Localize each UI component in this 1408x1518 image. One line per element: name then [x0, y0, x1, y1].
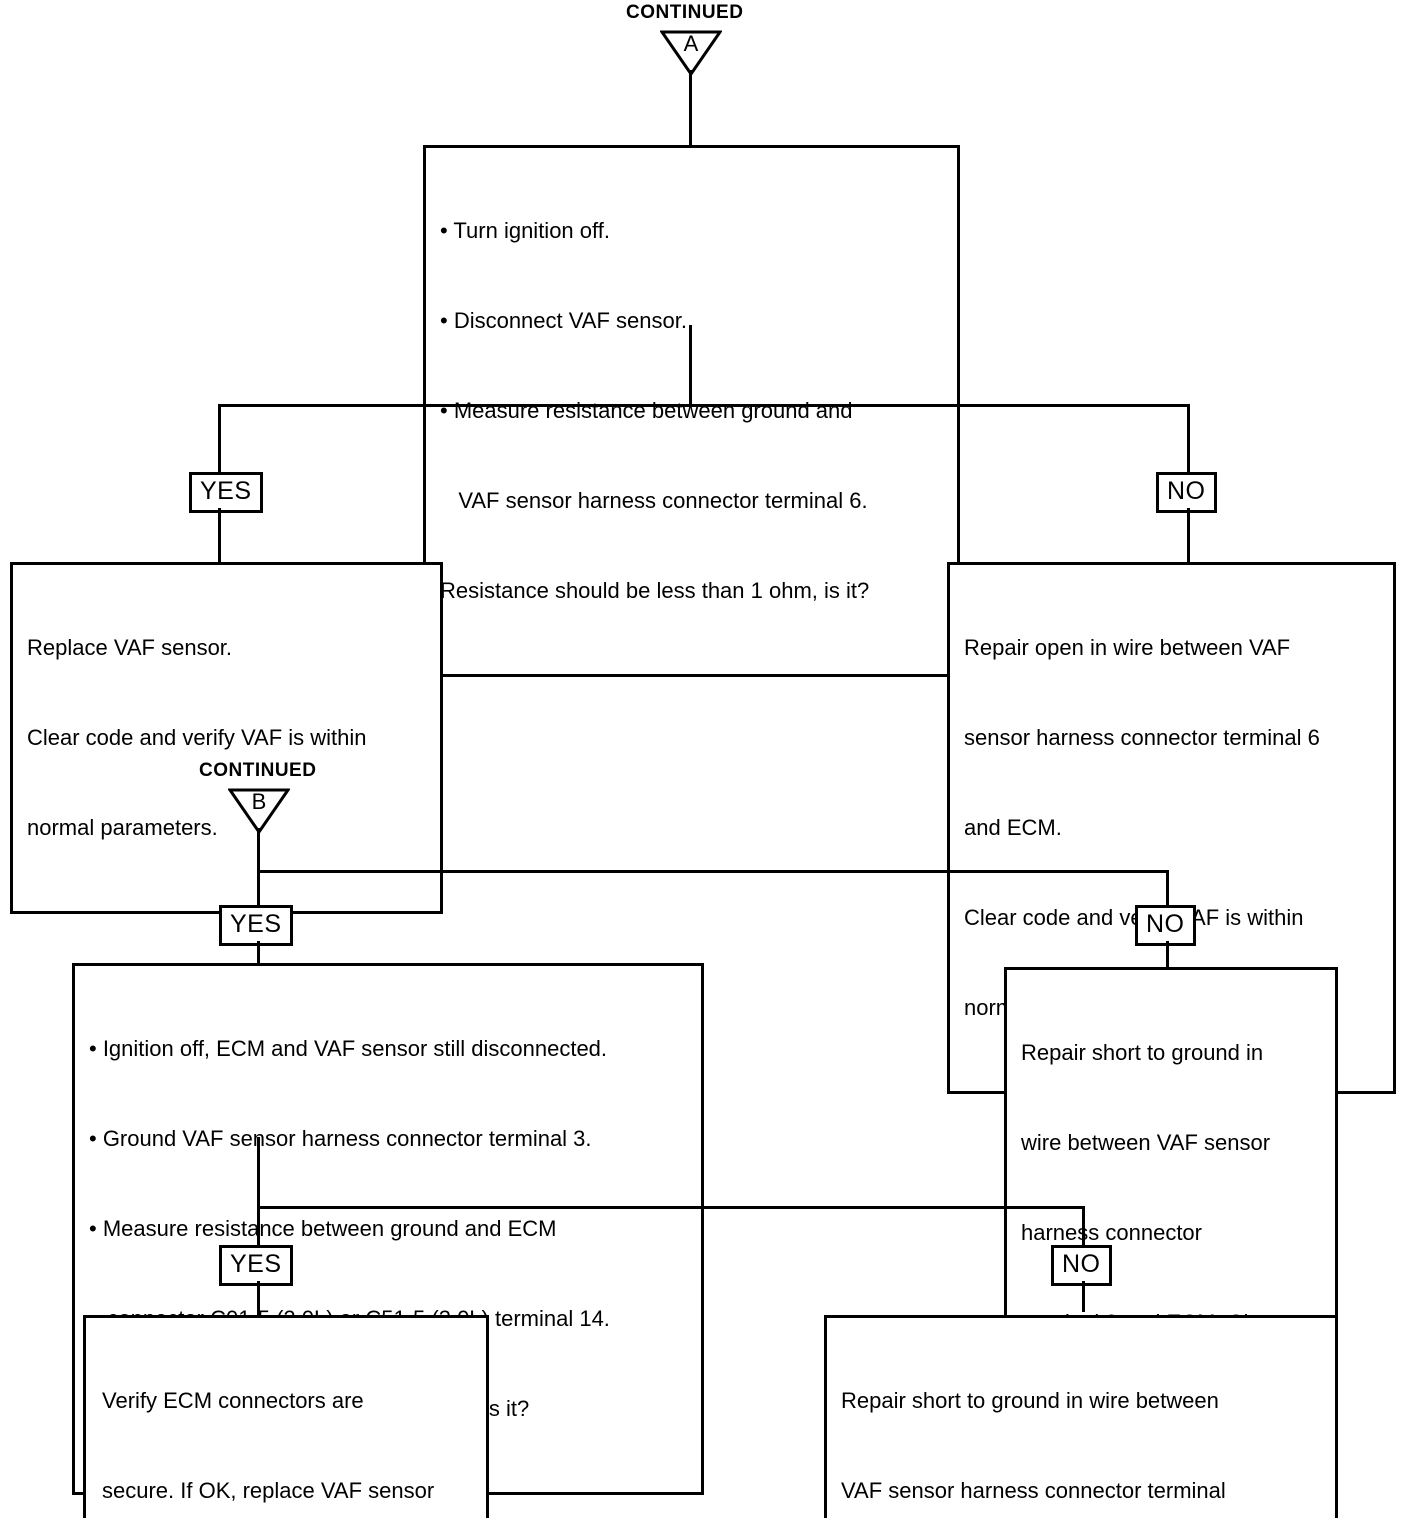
branch-label-b2-yes[interactable]: YES [219, 1245, 293, 1286]
step-box-b-line-1: • Ground VAF sensor harness connector te… [89, 1126, 592, 1151]
link-split-b2-left-drop [257, 1206, 260, 1248]
link-split-b-horizontal [257, 870, 1169, 873]
outcome-box-a-yes: Replace VAF sensor. Clear code and verif… [10, 562, 443, 914]
branch-label-a-no[interactable]: NO [1156, 472, 1217, 513]
continued-caption-b: CONTINUED [199, 760, 317, 781]
outcome-box-a-yes-line-0: Replace VAF sensor. [27, 635, 233, 660]
link-b2-no-to-box [1082, 1281, 1085, 1312]
continued-connector-b-icon: B [228, 788, 290, 834]
outcome-box-b-no-line-0: Repair short to ground in [1021, 1040, 1264, 1065]
branch-label-b-yes[interactable]: YES [219, 905, 293, 946]
outcome-box-b2-yes-line-1: secure. If OK, replace VAF sensor [102, 1478, 435, 1503]
outcome-box-b2-no-line-0: Repair short to ground in wire between [841, 1388, 1219, 1413]
outcome-box-a-no-line-2: and ECM. [964, 815, 1062, 840]
step-box-a-line-4: Resistance should be less than 1 ohm, is… [440, 578, 870, 603]
link-b2-yes-to-box [257, 1281, 260, 1317]
branch-label-b-no[interactable]: NO [1135, 905, 1196, 946]
link-step-b-down [257, 1137, 260, 1209]
link-step-a-down [689, 325, 692, 406]
link-split-b-right-drop [1166, 870, 1169, 908]
link-split-a-left-drop [218, 404, 221, 476]
step-box-a: • Turn ignition off. • Disconnect VAF se… [423, 145, 960, 677]
branch-label-a-yes[interactable]: YES [189, 472, 263, 513]
link-b-drop [257, 828, 260, 873]
outcome-box-b2-yes: Verify ECM connectors are secure. If OK,… [83, 1315, 489, 1518]
connector-letter-b: B [251, 789, 267, 814]
step-box-a-line-2: • Measure resistance between ground and [440, 398, 853, 423]
outcome-box-a-no-line-0: Repair open in wire between VAF [964, 635, 1291, 660]
link-a-no-to-box [1187, 508, 1190, 564]
link-split-a-horizontal [218, 404, 1190, 407]
link-split-b2-right-drop [1082, 1206, 1085, 1248]
link-a-yes-to-box [218, 508, 221, 564]
outcome-box-b-no-line-1: wire between VAF sensor [1021, 1130, 1271, 1155]
continued-connector-a-icon: A [660, 30, 722, 76]
branch-label-b2-no[interactable]: NO [1051, 1245, 1112, 1286]
outcome-box-b2-yes-line-0: Verify ECM connectors are [102, 1388, 364, 1413]
continued-caption-a: CONTINUED [626, 2, 744, 23]
outcome-box-b-no-line-2: harness connector [1021, 1220, 1202, 1245]
connector-letter-a: A [683, 31, 699, 56]
link-split-b-left-drop [257, 870, 260, 908]
step-box-b-line-0: • Ignition off, ECM and VAF sensor still… [89, 1036, 608, 1061]
step-box-a-line-3: VAF sensor harness connector terminal 6. [440, 488, 868, 513]
link-b-yes-to-box [257, 941, 260, 965]
link-split-a-right-drop [1187, 404, 1190, 476]
step-box-b-line-2: • Measure resistance between ground and … [89, 1216, 557, 1241]
step-box-a-line-0: • Turn ignition off. [440, 218, 610, 243]
link-b-no-to-box [1166, 941, 1169, 969]
outcome-box-b2-no-line-1: VAF sensor harness connector terminal [841, 1478, 1226, 1503]
link-split-b2-horizontal [257, 1206, 1085, 1209]
step-box-a-line-1: • Disconnect VAF sensor. [440, 308, 687, 333]
outcome-box-a-no-line-1: sensor harness connector terminal 6 [964, 725, 1320, 750]
outcome-box-b2-no: Repair short to ground in wire between V… [824, 1315, 1338, 1518]
outcome-box-a-yes-line-1: Clear code and verify VAF is within [27, 725, 367, 750]
link-a-to-step [689, 70, 692, 146]
outcome-box-a-yes-line-2: normal parameters. [27, 815, 218, 840]
